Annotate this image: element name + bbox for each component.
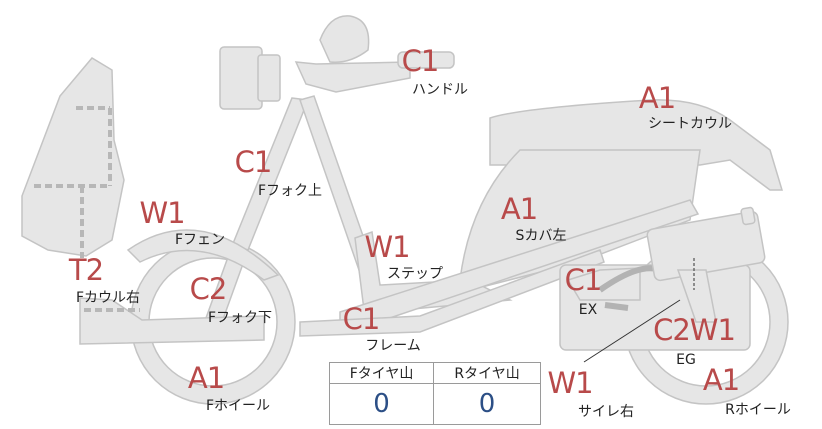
meter-side-shape (257, 54, 281, 102)
seat-cowl-marker[interactable]: A1 (638, 81, 676, 115)
rear-tread-value[interactable]: 0 (433, 383, 541, 425)
front-wheel-marker[interactable]: A1 (187, 361, 225, 395)
front-wheel-label: Fホイール (205, 398, 271, 414)
muffler-leader-line (583, 299, 681, 363)
handle-label: ハンドル (412, 82, 468, 98)
under-cowl-shape (79, 297, 265, 345)
fork-upper-marker[interactable]: C1 (234, 145, 273, 179)
rear-wheel-marker[interactable]: A1 (702, 363, 740, 397)
seat-cowl-shape (489, 99, 784, 191)
tire-tread-table: Fタイヤ山 Rタイヤ山 0 0 (328, 362, 541, 425)
frame-marker[interactable]: C1 (342, 302, 381, 336)
engine-marker[interactable]: C2W1 (653, 313, 736, 347)
meter-shape (219, 46, 263, 110)
handle-mount-shape (294, 61, 411, 93)
muffler-end-shape (740, 206, 756, 226)
engine-label: EG (676, 352, 696, 368)
exhaust-label: EX (578, 302, 598, 318)
rear-shock-shape (676, 269, 717, 323)
rear-wheel-label: Rホイール (725, 402, 791, 418)
lower-frame-shape (299, 249, 605, 337)
side-cover-marker[interactable]: A1 (500, 192, 538, 226)
muffler-shape (646, 210, 766, 282)
handle-marker[interactable]: C1 (401, 44, 440, 78)
front-tread-value[interactable]: 0 (328, 383, 435, 425)
fork-upper-label: Fフォク上 (257, 183, 323, 199)
side-cover-label: Sカバ左 (515, 228, 567, 244)
exhaust-pipe-lower (604, 302, 629, 311)
frame-label: フレーム (365, 338, 421, 354)
fender-label: Fフェン (174, 232, 226, 248)
exhaust-marker[interactable]: C1 (564, 263, 603, 297)
step-marker[interactable]: W1 (364, 230, 410, 264)
front-tread-header: Fタイヤ山 (328, 362, 435, 384)
muffler-marker[interactable]: W1 (547, 366, 593, 400)
headlight-shape (319, 15, 370, 63)
front-cowl-marker[interactable]: T2 (68, 253, 104, 287)
front-cowl-label: Fカウル右 (75, 290, 141, 306)
front-fender-shape (126, 229, 280, 281)
fender-marker[interactable]: W1 (139, 196, 185, 230)
muffler-label: サイレ右 (578, 404, 634, 420)
seat-cowl-label: シートカウル (648, 116, 732, 132)
rear-tread-header: Rタイヤ山 (433, 362, 541, 384)
fork-lower-label: Fフォク下 (207, 310, 273, 326)
step-label: ステップ (387, 266, 443, 282)
fork-lower-marker[interactable]: C2 (189, 272, 228, 306)
handle-bar-shape (397, 51, 455, 69)
